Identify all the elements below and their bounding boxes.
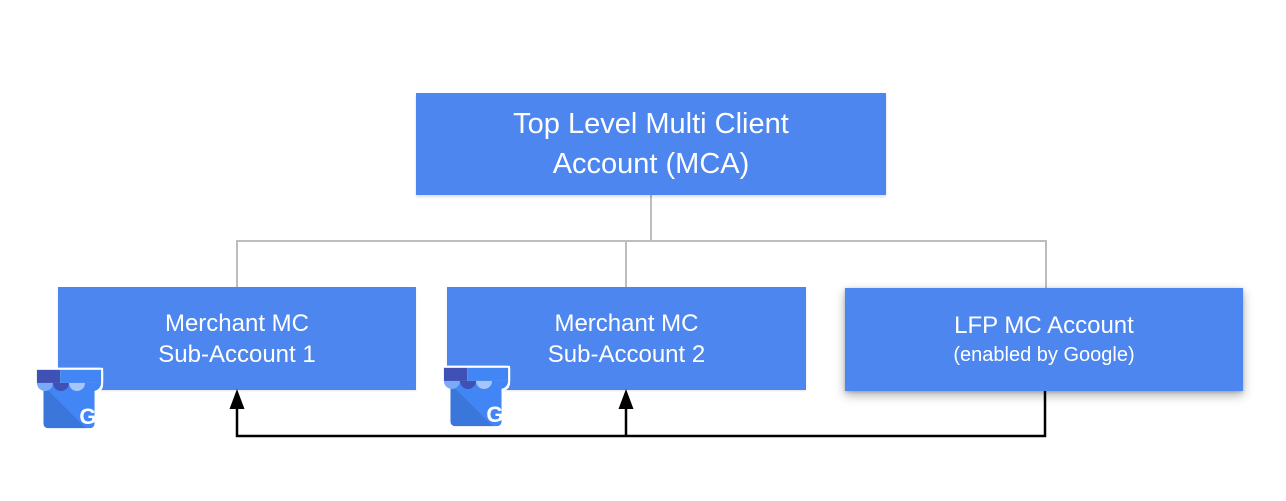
awning-scallop-4 xyxy=(85,382,102,391)
node-label-line2: Account (MCA) xyxy=(552,148,750,180)
node-label-line1: Top Level Multi Client xyxy=(513,108,789,140)
awning-band-dark xyxy=(443,367,468,381)
g-letter: G xyxy=(79,404,96,429)
node-lfp-mc-account: LFP MC Account (enabled by Google) xyxy=(845,288,1243,391)
arrowhead-sub1 xyxy=(229,389,245,409)
awning-scallop-4 xyxy=(492,380,509,389)
node-label-line2: Sub-Account 1 xyxy=(158,340,316,368)
storefront-body xyxy=(43,382,95,429)
awning-scallop-2 xyxy=(52,382,69,391)
awning-scallop-2 xyxy=(459,380,476,389)
connector-drop-sub1 xyxy=(236,240,238,288)
node-label-line1: Merchant MC xyxy=(164,309,310,337)
awning-scallop-3 xyxy=(69,382,86,391)
storefront-body xyxy=(450,380,502,427)
awning-scallop-1 xyxy=(36,382,53,391)
google-my-business-icon: G xyxy=(36,369,102,429)
storefront-body-shade xyxy=(450,383,493,427)
awning-band-dark xyxy=(36,369,61,383)
connector-drop-lfp xyxy=(1045,240,1047,288)
google-my-business-icon: G xyxy=(443,367,509,427)
node-label-line1: LFP MC Account xyxy=(954,312,1134,339)
connector-crossbar xyxy=(236,240,1047,242)
awning-band-blue xyxy=(60,369,102,383)
storefront-body-shade xyxy=(43,385,86,429)
node-label-line2: Sub-Account 2 xyxy=(547,340,706,368)
node-label-line1: Merchant MC xyxy=(554,309,699,337)
g-letter: G xyxy=(486,402,503,427)
node-label-line2: (enabled by Google) xyxy=(953,344,1135,366)
arrow-path-lfp-to-subaccounts xyxy=(235,391,1047,438)
awning-scallop-1 xyxy=(443,380,460,389)
awning-scallop-3 xyxy=(476,380,493,389)
node-top-level-mca: Top Level Multi Client Account (MCA) xyxy=(416,93,886,195)
node-merchant-sub-account-1: Merchant MC Sub-Account 1 xyxy=(58,287,416,390)
connector-mca-stem xyxy=(650,195,652,241)
arrowhead-sub2 xyxy=(618,389,634,409)
connector-drop-sub2 xyxy=(625,240,627,288)
awning-band-blue xyxy=(467,367,509,381)
